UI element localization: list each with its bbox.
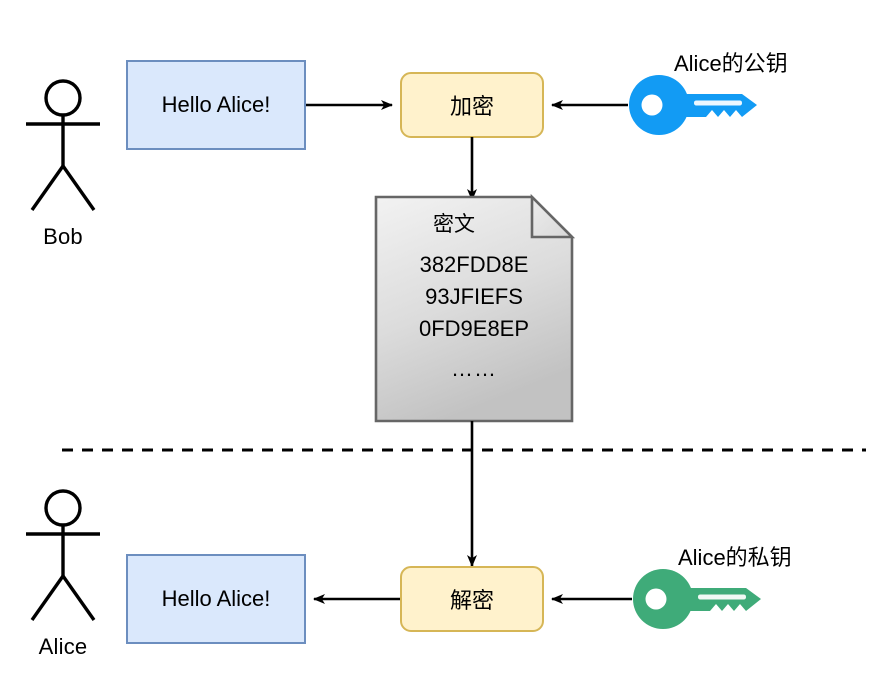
document-fold-corner [530,193,576,239]
actor-bob-leg-left [30,165,65,211]
public-key-icon [629,75,757,135]
actor-alice-figure [26,489,100,621]
ciphertext-document-shape[interactable] [374,193,576,423]
plaintext-box-receiver[interactable] [126,554,306,644]
encrypt-process-box[interactable] [400,72,544,138]
actor-alice-leg-right [61,575,96,621]
decrypt-process-box[interactable] [400,566,544,632]
actor-alice-head [44,489,82,527]
actor-bob-head [44,79,82,117]
actor-bob-figure [26,79,100,211]
actor-alice-leg-left [30,575,65,621]
plaintext-box-sender[interactable] [126,60,306,150]
actor-bob-leg-right [61,165,96,211]
private-key-icon [633,569,761,629]
